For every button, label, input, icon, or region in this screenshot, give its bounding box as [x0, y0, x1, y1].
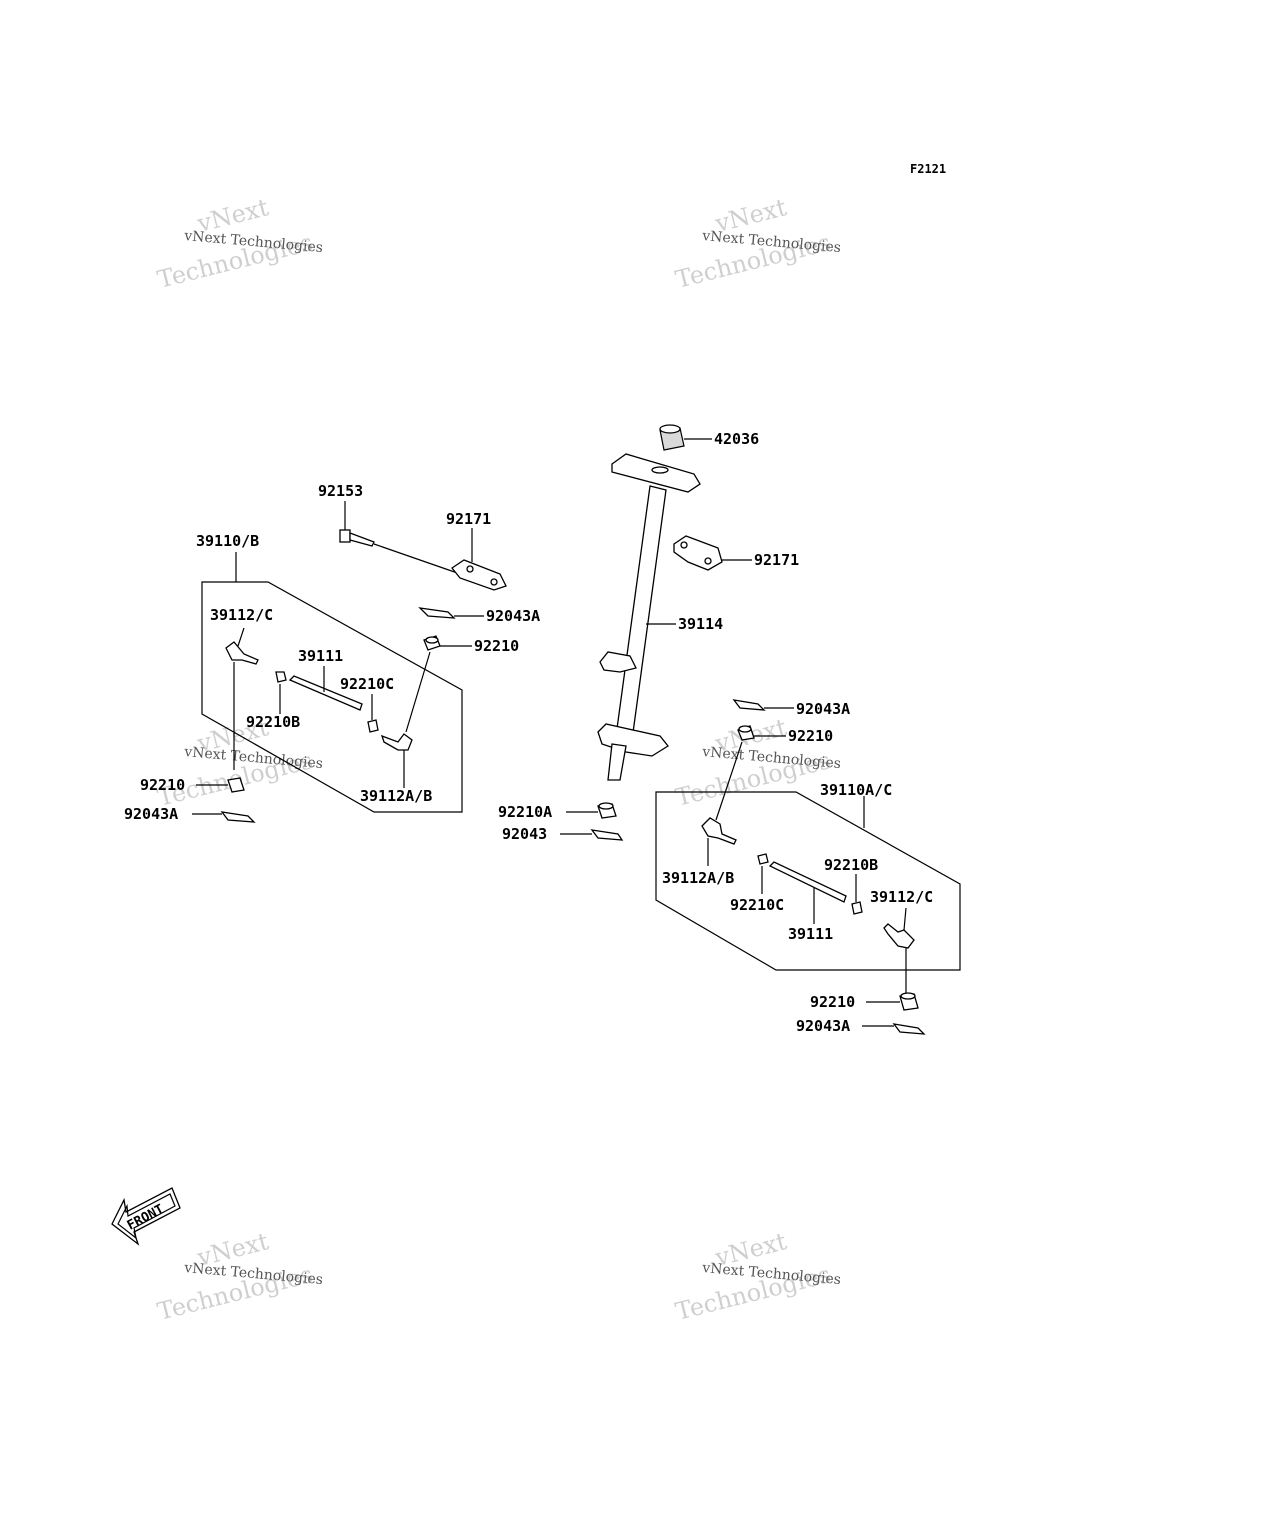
label-39112c-right: 39112/C — [870, 888, 933, 906]
label-92210c-right: 92210C — [730, 896, 784, 914]
diagram-code: F2121 — [910, 162, 946, 176]
label-92210-left-bottom: 92210 — [140, 776, 185, 794]
label-39111-left: 39111 — [298, 647, 343, 665]
label-92210b-left: 92210B — [246, 713, 300, 731]
label-92210-right-bottom: 92210 — [810, 993, 855, 1011]
label-92043a-left-top: 92043A — [486, 607, 540, 625]
label-39112-c-left: 39112/C — [210, 606, 273, 624]
watermark-top-left: vNext Technologies vNext Technologies — [155, 193, 324, 294]
steering-shaft-39114 — [597, 453, 701, 781]
cotter-pin-92043a-right-bottom: 92043A — [796, 1017, 926, 1035]
clamp-92171-left: 92171 — [446, 510, 507, 591]
watermark-bottom-left: vNext Technologies vNext Technologies — [155, 1227, 324, 1326]
label-39111-right: 39111 — [788, 925, 833, 943]
label-92171-right: 92171 — [754, 551, 799, 569]
label-42036: 42036 — [714, 430, 759, 448]
label-92043a-right-bottom: 92043A — [796, 1017, 850, 1035]
nut-92210-right-bottom: 92210 — [810, 992, 919, 1011]
nut-92210-left-bottom: 92210 — [140, 776, 245, 794]
tie-rod-assembly-right: 39110A/C 39112A/B 92210C 39111 92210B 39… — [655, 781, 961, 994]
label-92210-left-top: 92210 — [474, 637, 519, 655]
bolt-92153: 92153 — [318, 482, 467, 577]
front-arrow-icon: FRONT — [111, 1187, 181, 1246]
label-39112ab-left: 39112A/B — [360, 787, 432, 805]
tie-rod-assembly-left: 39110/B 39112/C 92210B 39111 92210C 3911… — [196, 532, 463, 813]
label-92153: 92153 — [318, 482, 363, 500]
bushing-42036: 42036 — [659, 424, 759, 451]
label-39114: 39114 — [678, 615, 723, 633]
label-39110-b: 39110/B — [196, 532, 259, 550]
clamp-92171-right: 92171 — [673, 535, 799, 571]
label-92043a-right-top: 92043A — [796, 700, 850, 718]
label-92043: 92043 — [502, 825, 547, 843]
label-92210-right-top: 92210 — [788, 727, 833, 745]
label-92043a-left-bottom: 92043A — [124, 805, 178, 823]
cotter-pin-92043a-left-top: 92043A — [418, 607, 540, 625]
watermark-bottom-right: vNext Technologies vNext Technologies — [673, 1227, 842, 1326]
cotter-pin-92043a-right-top: 92043A — [732, 699, 850, 718]
watermark-top-right: vNext Technologies vNext Technologies — [673, 193, 842, 294]
label-92210b-right: 92210B — [824, 856, 878, 874]
label-92171-left: 92171 — [446, 510, 491, 528]
nut-92210-left-top: 92210 — [405, 635, 519, 733]
label-39112ab-right: 39112A/B — [662, 869, 734, 887]
nut-92210a: 92210A — [498, 802, 617, 821]
label-92210a: 92210A — [498, 803, 552, 821]
cotter-pin-92043: 92043 — [502, 825, 624, 843]
label-39110ac: 39110A/C — [820, 781, 892, 799]
label-92210c-left: 92210C — [340, 675, 394, 693]
cotter-pin-92043a-left-bottom: 92043A — [124, 805, 256, 823]
nut-92210-right-top: 92210 — [715, 725, 833, 821]
